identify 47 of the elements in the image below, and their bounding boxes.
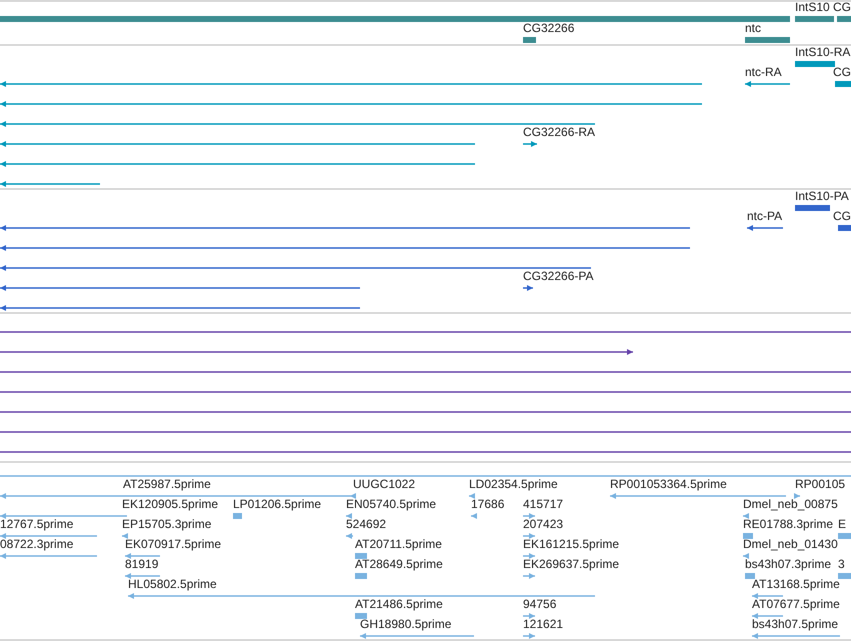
feature-label: ntc-PA	[747, 210, 782, 223]
feature-label: CG32266-PA	[523, 270, 594, 283]
feature-label: 12767.5prime	[0, 518, 74, 531]
feature-label: AT28649.5prime	[355, 558, 443, 571]
feature-label: 524692	[346, 518, 386, 531]
feature-label: 94756	[523, 598, 556, 611]
feature-label: Dmel_neb_01430	[743, 538, 838, 551]
feature-label: IntS10-PA	[795, 190, 849, 203]
feature-label: HL05802.5prime	[128, 578, 217, 591]
feature-label: 08722.3prime	[0, 538, 74, 551]
feature-label: AT21486.5prime	[355, 598, 443, 611]
feature-label: CG	[833, 66, 851, 79]
feature-label: ntc-RA	[745, 66, 782, 79]
feature-label: 121621	[523, 618, 564, 631]
feature-label: EK161215.5prime	[523, 538, 620, 551]
feature-label: Dmel_neb_00875	[743, 498, 838, 511]
feature-label: 3	[838, 558, 845, 571]
feature-label: EK269637.5prime	[523, 558, 620, 571]
feature-label: 81919	[125, 558, 158, 571]
feature-label: bs43h07.5prime	[752, 618, 838, 631]
feature-label: AT25987.5prime	[123, 478, 211, 491]
feature-label: 17686	[471, 498, 504, 511]
feature-label: bs43h07.3prime	[745, 558, 832, 571]
feature-label: LP01206.5prime	[233, 498, 322, 511]
feature-label: 207423	[523, 518, 564, 531]
feature-label: LD02354.5prime	[469, 478, 558, 491]
feature-label: AT07677.5prime	[752, 598, 840, 611]
feature-label: EK120905.5prime	[122, 498, 218, 511]
feature-label: EK070917.5prime	[125, 538, 222, 551]
feature-label: UUGC1022	[353, 478, 416, 491]
feature-label: CG32266	[523, 22, 574, 35]
feature-label: CG	[833, 210, 851, 223]
feature-label: CG	[833, 1, 851, 14]
feature-label: EN05740.5prime	[346, 498, 436, 511]
feature-label: IntS10	[795, 1, 830, 14]
feature-label: RP001053364.5prime	[610, 478, 727, 491]
feature-label: GH18980.5prime	[360, 618, 452, 631]
feature-label: AT20711.5prime	[355, 538, 442, 551]
feature-label: EP15705.3prime	[122, 518, 212, 531]
feature-label: CG32266-RA	[523, 126, 596, 139]
feature-label: E	[838, 518, 846, 531]
feature-label: RE01788.3prime	[743, 518, 834, 531]
feature-label: IntS10-RA	[795, 46, 850, 59]
feature-label: 415717	[523, 498, 564, 511]
feature-label: AT13168.5prime	[752, 578, 840, 591]
feature-label: RP00105	[795, 478, 846, 491]
feature-label: ntc	[745, 22, 762, 35]
